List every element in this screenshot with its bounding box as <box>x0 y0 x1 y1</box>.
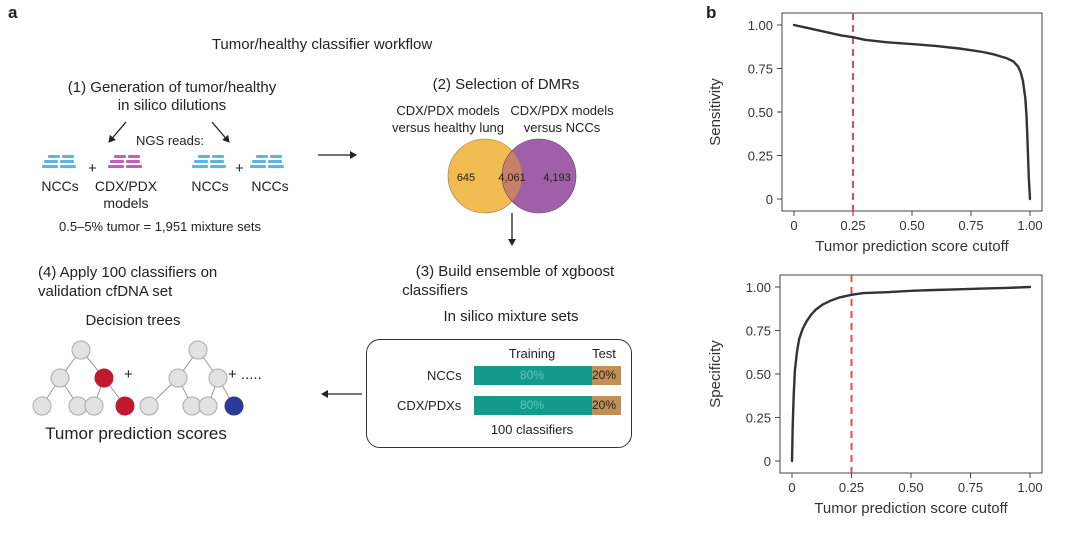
x-tick-label: 0.25 <box>839 480 864 495</box>
step1-title-line2: in silico dilutions <box>117 97 227 114</box>
venn-right-count: 4,193 <box>543 172 571 184</box>
x-tick-label: 0.75 <box>958 218 983 233</box>
mix-label-ncc: NCCs <box>41 178 79 194</box>
set-left-line1: CDX/PDX models <box>396 103 500 118</box>
ngs-reads-label: NGS reads: <box>136 133 204 148</box>
venn-right-circle <box>502 139 576 213</box>
sensitivity-curve <box>792 23 1032 201</box>
tree-leaf-blue <box>224 396 244 416</box>
tree-node <box>208 368 228 388</box>
step1-arrow-right <box>211 121 230 143</box>
decision-trees <box>32 340 244 416</box>
train-percent: 80% <box>520 398 545 412</box>
y-tick-label: 0 <box>764 454 771 469</box>
y-tick-label: 0.25 <box>748 149 773 164</box>
mix-label-ncc: NCCs <box>191 178 229 194</box>
y-tick-label: 0.50 <box>748 105 773 120</box>
x-tick-label: 1.00 <box>1017 218 1042 233</box>
classifier-box <box>366 339 632 448</box>
set-right-line1: CDX/PDX models <box>510 103 614 118</box>
scores-label: Tumor prediction scores <box>45 424 227 443</box>
tree-node <box>182 396 202 416</box>
y-axis-label: Sensitivity <box>707 78 724 146</box>
mixture-footnote: 0.5–5% tumor = 1,951 mixture sets <box>59 219 261 234</box>
set-right-line2: versus NCCs <box>523 120 601 135</box>
test-percent: 20% <box>592 368 617 382</box>
ncc-reads-icon <box>192 155 228 175</box>
tree-plus: + <box>124 366 133 383</box>
step4-title-line2: validation cfDNA set <box>38 283 173 300</box>
y-tick-label: 0 <box>766 192 773 207</box>
y-tick-label: 0.50 <box>746 367 771 382</box>
split-bar: 80% 20% <box>474 366 621 385</box>
venn-overlap-count: 4,061 <box>498 172 526 184</box>
tree-node <box>68 396 88 416</box>
step3-title-line1: (3) Build ensemble of xgboost <box>415 263 615 280</box>
panel-a-label: a <box>8 3 18 22</box>
specificity-curve <box>790 285 1032 463</box>
x-axis-label: Tumor prediction score cutoff <box>814 500 1008 517</box>
y-tick-label: 1.00 <box>746 280 771 295</box>
tree-node <box>139 396 159 416</box>
step2-title: (2) Selection of DMRs <box>432 76 580 93</box>
step3-subtitle: In silico mixture sets <box>443 308 579 325</box>
classifier-count: 100 classifiers <box>490 422 574 437</box>
tree-node <box>50 368 70 388</box>
mix-label-ncc: NCCs <box>251 178 289 194</box>
x-tick-label: 0 <box>790 218 797 233</box>
step1-title-line1: (1) Generation of tumor/healthy <box>67 79 277 96</box>
x-tick-label: 0.50 <box>899 218 924 233</box>
venn-left-circle <box>448 139 522 213</box>
train-segment <box>474 366 592 385</box>
col-test: Test <box>592 346 616 361</box>
cdx-reads-icon <box>108 155 144 175</box>
tree-node <box>71 340 91 360</box>
plot-frame <box>781 12 1043 212</box>
split-bar: 80% 20% <box>474 396 621 415</box>
tree-node <box>198 396 218 416</box>
ncc-reads-icon <box>250 155 286 175</box>
split-row-label: NCCs <box>427 368 462 383</box>
y-tick-label: 0.25 <box>746 411 771 426</box>
col-training: Training <box>508 346 556 361</box>
ncc-reads-icon <box>42 155 78 175</box>
panel-b-label: b <box>706 3 717 22</box>
tree-node <box>84 396 104 416</box>
set-left-line2: versus healthy lung <box>391 120 505 135</box>
trees-label: Decision trees <box>85 312 181 329</box>
plus-sign: + <box>88 160 97 177</box>
train-percent: 80% <box>520 368 545 382</box>
y-axis-label: Specificity <box>707 340 724 408</box>
y-tick-label: 1.00 <box>748 18 773 33</box>
test-percent: 20% <box>592 398 617 412</box>
tree-ellipsis: + ..... <box>228 366 262 383</box>
plot-frame <box>779 274 1043 474</box>
x-axis-label: Tumor prediction score cutoff <box>815 238 1009 255</box>
step4-title-line1: (4) Apply 100 classifiers on <box>38 264 218 281</box>
tree-node <box>32 396 52 416</box>
x-tick-label: 1.00 <box>1017 480 1042 495</box>
venn-diagram: 645 4,061 4,193 <box>447 138 577 214</box>
y-tick-label: 0.75 <box>746 324 771 339</box>
step3-title-line2: classifiers <box>402 282 468 299</box>
x-tick-label: 0.50 <box>898 480 923 495</box>
tree-leaf-red <box>115 396 135 416</box>
tree-node <box>188 340 208 360</box>
mix-label-cdx: CDX/PDX <box>94 178 158 194</box>
workflow-title: Tumor/healthy classifier workflow <box>211 36 433 53</box>
train-segment <box>474 396 592 415</box>
x-tick-label: 0.75 <box>958 480 983 495</box>
step1-arrow-left <box>108 121 127 143</box>
venn-left-count: 645 <box>457 172 475 184</box>
y-tick-label: 0.75 <box>748 62 773 77</box>
x-tick-label: 0 <box>788 480 795 495</box>
tree-node-selected <box>94 368 114 388</box>
tree-node <box>168 368 188 388</box>
mix-label-models: models <box>103 195 149 211</box>
split-row-label: CDX/PDXs <box>397 398 462 413</box>
plus-sign: + <box>235 160 244 177</box>
x-tick-label: 0.25 <box>840 218 865 233</box>
